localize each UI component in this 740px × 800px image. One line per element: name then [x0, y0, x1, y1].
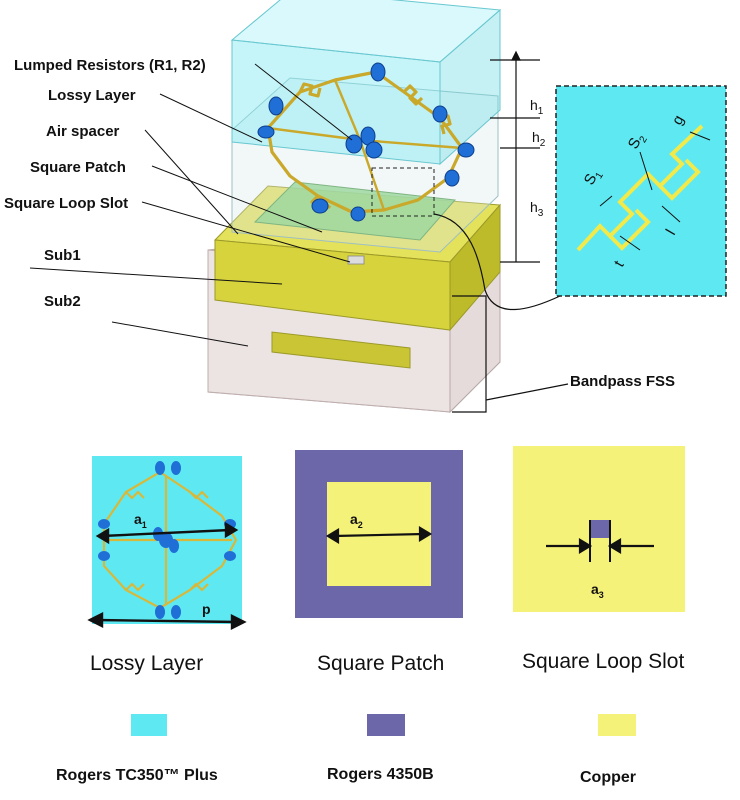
height-dimensions: [490, 50, 540, 263]
dim-arrows-a3: [546, 538, 654, 554]
zoom-inset: S1 S2 g t l: [555, 85, 727, 297]
resistor-4: [432, 105, 448, 123]
label-air-spacer: Air spacer: [46, 123, 120, 140]
sub1-right: [449, 203, 501, 332]
panel-lossy-layer: a1 p Lossy Layer: [87, 456, 247, 675]
dim-h3: h3: [530, 199, 544, 219]
panel-title-square-patch: Square Patch: [317, 652, 444, 675]
zoom-region-box: [371, 167, 435, 217]
resistor-5: [457, 142, 475, 158]
air-spacer-box: [231, 77, 499, 253]
dim-arrow-p: [87, 612, 247, 630]
dim-l: l: [663, 227, 679, 238]
legend-label-copper: Copper: [580, 769, 636, 786]
dim-arrow-a1: [95, 521, 239, 545]
legend-swatch-4350b: [367, 714, 405, 736]
resistor-2: [268, 96, 284, 116]
slot-gap: [591, 520, 609, 538]
resistor-1: [370, 62, 386, 82]
bandpass-fss-bracket: [452, 295, 569, 413]
zoom-inset-frame: [555, 85, 727, 297]
dim-a2: a2: [350, 511, 363, 530]
slot-edges: [589, 520, 611, 562]
legend-swatch-tc350: [131, 714, 167, 736]
bottom-copper-strip: [271, 331, 411, 369]
label-square-loop-slot: Square Loop Slot: [4, 195, 128, 212]
legend-label-tc350: Rogers TC350™ Plus: [56, 767, 218, 784]
dim-arrow-a2: [325, 526, 433, 544]
zoom-connector-curve: [433, 213, 561, 311]
dim-a1: a1: [134, 511, 147, 530]
panel-title-square-loop-slot: Square Loop Slot: [522, 650, 684, 673]
resistor-8: [365, 141, 383, 159]
lossy-resistors: [98, 461, 236, 619]
unit-cell-3d-stack: [207, 0, 561, 414]
label-lumped-resistors: Lumped Resistors (R1, R2): [14, 57, 206, 74]
resistor-3: [257, 125, 275, 139]
zoom-meander: [576, 124, 704, 252]
lumped-resistors: [257, 62, 475, 222]
panel-square-loop-slot: a3 Square Loop Slot: [513, 446, 685, 673]
label-lossy-layer: Lossy Layer: [48, 87, 136, 104]
dim-a3: a3: [591, 581, 604, 600]
resistor-6: [345, 134, 363, 154]
label-sub1: Sub1: [44, 247, 81, 264]
panel-title-lossy-layer: Lossy Layer: [90, 652, 203, 675]
label-bandpass-fss: Bandpass FSS: [570, 373, 675, 390]
resistor-10: [311, 198, 329, 214]
label-square-patch: Square Patch: [30, 159, 126, 176]
label-sub2: Sub2: [44, 293, 81, 310]
resistor-11: [350, 206, 366, 222]
zoom-dim-lines: [599, 131, 711, 251]
legend-swatch-copper: [598, 714, 636, 736]
leader-lines: [29, 63, 353, 347]
slot-marker: [347, 255, 365, 265]
resistor-9: [444, 169, 460, 187]
panel-square-patch: a2 Square Patch: [295, 450, 463, 675]
dim-p: p: [202, 601, 211, 617]
legend-label-4350b: Rogers 4350B: [327, 766, 434, 783]
dim-h2: h2: [532, 129, 546, 149]
legend: Rogers TC350™ Plus Rogers 4350B Copper: [56, 714, 636, 786]
dim-h1: h1: [530, 97, 544, 117]
lossy-layer-top: [230, 0, 502, 63]
